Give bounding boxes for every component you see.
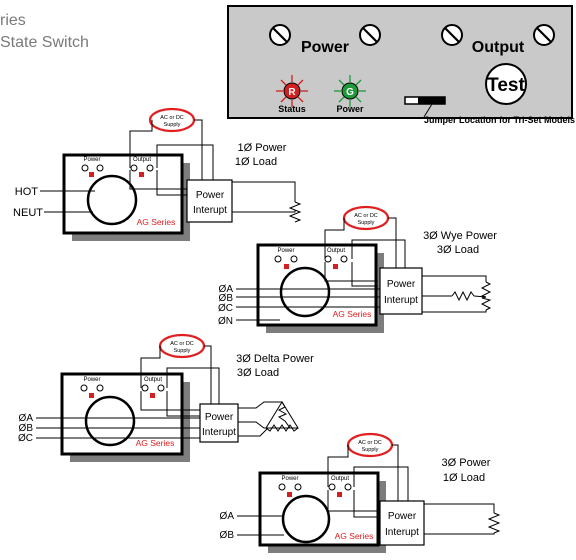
- line-label-n: ØN: [218, 316, 233, 327]
- supply-label-1: AC or DC: [358, 440, 382, 446]
- interrupt-label-2: Interupt: [202, 427, 236, 438]
- unit-power-label: Power: [281, 476, 298, 482]
- power-interrupt-box: [199, 403, 239, 443]
- supply-label-1: AC or DC: [354, 213, 378, 219]
- interrupt-label-1: Power: [196, 190, 225, 201]
- diagram-delta: Power Output AG Series AC or DC Supply: [18, 333, 314, 462]
- panel-output-label: Output: [472, 39, 525, 56]
- line-label-c: ØC: [18, 433, 33, 444]
- panel-power-label: Power: [301, 39, 349, 56]
- unit-dial-icon: [279, 266, 331, 318]
- line-label-a: ØA: [19, 413, 34, 424]
- supply-label-2: Supply: [362, 447, 379, 453]
- test-button-label: Test: [487, 75, 525, 96]
- status-label: Status: [278, 104, 306, 114]
- caption-1: 3Ø Delta Power: [236, 353, 314, 365]
- status-led-letter: R: [288, 87, 296, 98]
- power-led-letter: G: [346, 87, 354, 98]
- line-label-neut: NEUT: [13, 207, 43, 219]
- line-label-hot: HOT: [15, 186, 39, 198]
- supply-label-2: Supply: [358, 220, 375, 226]
- caption-1: 3Ø Wye Power: [423, 230, 497, 242]
- unit-output-label: Output: [133, 157, 151, 163]
- power-interrupt-box: [379, 267, 423, 315]
- power-interrupt-box: [186, 179, 233, 223]
- caption-2: 1Ø Load: [235, 156, 277, 168]
- test-button[interactable]: [485, 63, 527, 105]
- caption-2: 3Ø Load: [437, 244, 479, 256]
- header-line-2: State Switch: [0, 34, 89, 51]
- diagram-single-phase: Power Output AG Series AC or DC Supply: [13, 107, 302, 241]
- unit-output-label: Output: [331, 476, 349, 482]
- jumper-icon: [404, 96, 446, 118]
- line-label-a: ØA: [219, 284, 234, 295]
- unit-dial-icon: [281, 494, 331, 544]
- unit-output-label: Output: [327, 248, 345, 254]
- supply-label-1: AC or DC: [160, 115, 184, 121]
- line-label-b: ØB: [220, 530, 235, 541]
- series-label: AG Series: [136, 438, 175, 448]
- interrupt-label-1: Power: [387, 279, 416, 290]
- caption-1: 1Ø Power: [238, 142, 287, 154]
- power-led-label: Power: [336, 104, 364, 114]
- page-header: ries State Switch: [0, 10, 89, 54]
- caption-2: 1Ø Load: [443, 472, 485, 484]
- jumper-label: Jumper Location for Tri-Set Models: [424, 115, 575, 125]
- supply-label-2: Supply: [174, 348, 191, 354]
- unit-power-label: Power: [83, 377, 100, 383]
- line-label-b: ØB: [219, 293, 234, 304]
- power-led-icon: G: [334, 75, 366, 107]
- supply-label-2: Supply: [164, 122, 181, 128]
- power-interrupt-box: [379, 500, 425, 546]
- interrupt-label-2: Interupt: [384, 295, 418, 306]
- unit-output-label: Output: [144, 377, 162, 383]
- unit-power-label: Power: [277, 248, 294, 254]
- series-label: AG Series: [137, 217, 176, 227]
- status-led-icon: R: [276, 75, 308, 107]
- line-label-b: ØB: [19, 423, 34, 434]
- header-line-1: ries: [0, 12, 26, 29]
- series-label: AG Series: [333, 309, 372, 319]
- unit-dial-icon: [84, 395, 136, 447]
- caption-1: 3Ø Power: [442, 457, 491, 469]
- line-label-a: ØA: [220, 511, 235, 522]
- diagram-three-phase-single-load: Power Output AG Series AC or DC Supply: [220, 432, 501, 553]
- unit-power-label: Power: [83, 157, 100, 163]
- panel-body: [227, 5, 573, 119]
- interrupt-label-2: Interupt: [385, 527, 419, 538]
- unit-dial-icon: [86, 174, 138, 226]
- series-label: AG Series: [335, 531, 374, 541]
- interrupt-label-1: Power: [388, 511, 417, 522]
- line-label-c: ØC: [218, 303, 233, 314]
- front-panel: Power Output Test R Status: [227, 5, 575, 125]
- diagram-wye: Power Output AG Series AC or DC Supply: [218, 205, 497, 333]
- interrupt-label-2: Interupt: [193, 205, 227, 216]
- caption-2: 3Ø Load: [237, 367, 279, 379]
- interrupt-label-1: Power: [205, 412, 234, 423]
- supply-label-1: AC or DC: [170, 341, 194, 347]
